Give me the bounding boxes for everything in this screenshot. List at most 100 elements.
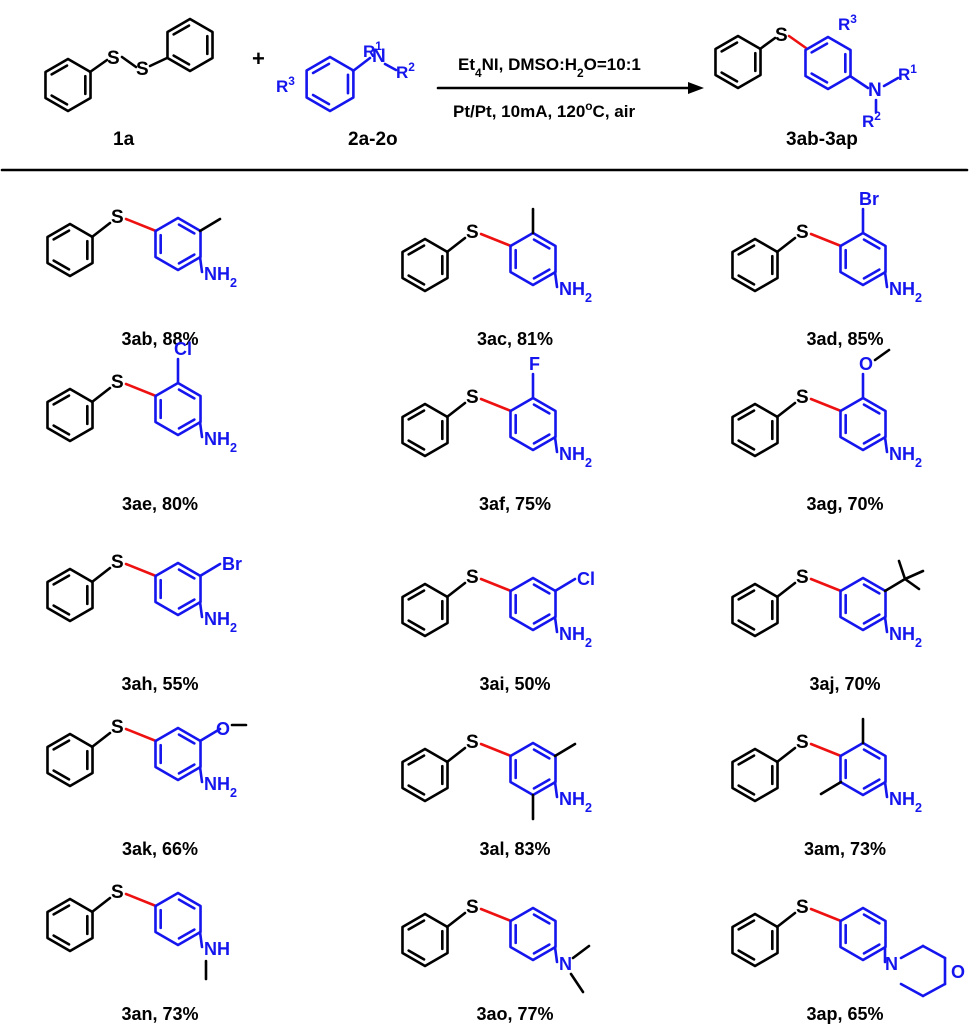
o-atom: O	[951, 962, 965, 982]
conditions-top: Et4NI, DMSO:H2O=10:1	[458, 55, 641, 80]
double-bond	[52, 769, 71, 781]
c-s-bond-red	[479, 397, 513, 413]
r3-label-product: R3	[838, 12, 857, 34]
aniline-ring	[154, 381, 202, 437]
product-aniline-ring	[804, 35, 852, 91]
double-bond	[862, 913, 881, 925]
nh2-group-part: NH	[559, 279, 585, 299]
c-s-bond-red	[809, 397, 843, 413]
double-bond	[737, 949, 756, 961]
double-bond	[52, 904, 71, 916]
s-atom-1a-1-part: S	[107, 48, 120, 69]
r1-label-product: R1	[898, 62, 917, 84]
double-bond	[407, 784, 426, 796]
s-atom: S	[466, 387, 479, 408]
plus-sign-part: +	[252, 46, 265, 71]
ring-outline	[46, 732, 94, 788]
double-bond	[862, 778, 881, 790]
o-atom-part: O	[859, 354, 873, 374]
aniline-ring	[839, 231, 887, 287]
product-yield-label: 3am, 73%	[804, 839, 886, 859]
nh2-group: NH2	[204, 609, 237, 635]
reagent-2-label-part: 2a-2o	[348, 129, 398, 150]
n-atom-2: N	[372, 46, 386, 67]
product-yield-label-part: 3an, 73%	[121, 1004, 198, 1024]
s-atom-part: S	[796, 387, 809, 408]
conditions-bottom-part: o	[585, 99, 592, 113]
c-s-bond-red	[809, 577, 843, 593]
s-atom-part: S	[796, 567, 809, 588]
double-bond	[177, 763, 196, 775]
arrow-head	[688, 82, 704, 94]
c-s-bond-red	[479, 742, 513, 758]
bond	[120, 55, 138, 69]
bond	[883, 435, 889, 454]
product-yield-label-part: 3ao, 77%	[476, 1004, 553, 1024]
double-bond	[862, 403, 881, 415]
bond	[90, 386, 112, 404]
ring-outline	[731, 582, 779, 638]
product-yield-label-part: 3ac, 81%	[477, 329, 553, 349]
s-atom-part: S	[466, 897, 479, 918]
s-atom: S	[111, 207, 124, 228]
aniline-ring	[509, 576, 557, 632]
s-atom-part: S	[466, 732, 479, 753]
bond	[445, 911, 467, 929]
bond	[198, 727, 222, 743]
ring-bond	[921, 982, 947, 998]
s-atom: S	[796, 387, 809, 408]
s-atom-1a-2-part: S	[136, 59, 149, 80]
product-yield-label: 3ao, 77%	[476, 1004, 553, 1024]
phenyl-ring	[46, 567, 94, 623]
c-s-bond-red	[479, 577, 513, 593]
ring-outline	[714, 34, 762, 90]
c-s-bond-red	[124, 382, 158, 398]
ring-outline	[839, 576, 887, 632]
conditions-bottom-part: Pt/Pt, 10mA, 120	[453, 102, 585, 121]
phenyl-ring-1a-left	[44, 57, 92, 113]
c-s-bond-red	[809, 742, 843, 758]
nh2-group-part: NH	[559, 789, 585, 809]
plus-sign: +	[252, 46, 265, 71]
double-bond	[737, 919, 756, 931]
double-bond	[407, 244, 426, 256]
double-bond	[50, 64, 69, 76]
r2-label-2-part: R	[396, 63, 408, 82]
r2-label-2-part: 2	[408, 60, 415, 74]
double-bond	[407, 919, 426, 931]
r1-label-2-part: R	[363, 42, 375, 61]
nh2-group-part: 2	[230, 441, 237, 455]
double-bond	[532, 943, 551, 955]
bond	[445, 746, 467, 764]
double-bond	[177, 898, 196, 910]
ring-outline	[804, 35, 852, 91]
bond	[775, 911, 797, 929]
ring-outline	[154, 561, 202, 617]
phenyl-ring	[401, 747, 449, 803]
product-yield-label-part: 3al, 83%	[479, 839, 550, 859]
nh2-group-part: 2	[230, 786, 237, 800]
tbu-bond	[903, 577, 921, 591]
aniline-ring	[509, 741, 557, 797]
bond	[553, 577, 577, 593]
double-bond	[532, 238, 551, 250]
halogen-atom: Cl	[174, 339, 192, 359]
conditions-top-part: 2	[577, 66, 584, 80]
product-yield-label-part: 3ad, 85%	[806, 329, 883, 349]
aniline-ring	[839, 906, 887, 962]
double-bond	[177, 223, 196, 235]
r3-label-2-part: R	[276, 77, 288, 96]
double-bond	[50, 94, 69, 106]
bond	[758, 36, 777, 51]
n-atom-part: N	[559, 954, 572, 974]
bond	[775, 401, 797, 419]
double-bond	[52, 574, 71, 586]
ring-outline	[839, 231, 887, 287]
bond	[775, 236, 797, 254]
s-atom-part: S	[466, 387, 479, 408]
aniline-ring	[154, 216, 202, 272]
